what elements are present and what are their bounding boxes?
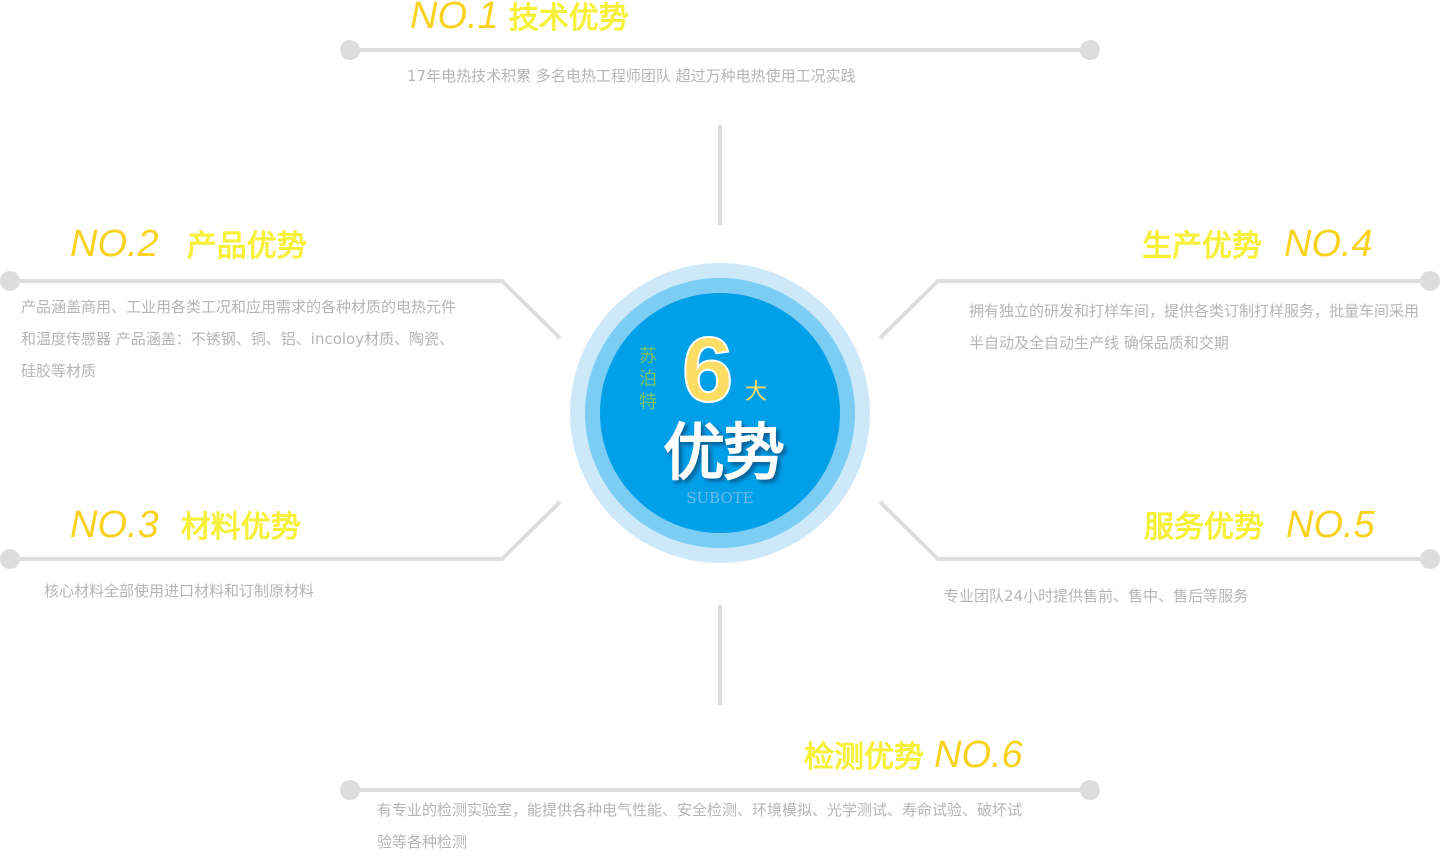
item-number: NO.5 <box>1286 504 1375 546</box>
item-no4-desc: 拥有独立的研发和打样车间，提供各类订制打样服务，批量车间采用半自动及全自动生产线… <box>969 302 1420 352</box>
item-number: NO.4 <box>1284 223 1373 265</box>
item-title: 检测优势 <box>804 740 924 775</box>
center-title: 优势 <box>663 416 785 489</box>
dot <box>0 271 20 291</box>
item-title: 材料优势 <box>180 510 301 545</box>
line-no2 <box>10 279 562 340</box>
item-no5-desc: 专业团队24小时提供售前、售中、售后等服务 <box>944 587 1249 605</box>
item-title: 技术优势 <box>508 1 629 36</box>
dot <box>340 40 360 60</box>
item-number: NO.6 <box>934 734 1023 776</box>
dot <box>1420 549 1440 569</box>
item-number: NO.1 <box>410 0 499 37</box>
item-number: NO.2 <box>70 223 159 265</box>
item-no1-title: NO.1 技术优势 <box>410 0 629 41</box>
item-no4-title: 生产优势 NO.4 <box>1142 222 1373 269</box>
item-no3-desc: 核心材料全部使用进口材料和订制原材料 <box>44 582 315 600</box>
item-title: 服务优势 <box>1144 510 1264 545</box>
line-no3 <box>10 500 562 561</box>
dot <box>1080 40 1100 60</box>
item-no1-desc: 17年电热技术积累 多名电热工程师团队 超过万种电热使用工况实践 <box>407 67 856 85</box>
dot <box>340 780 360 800</box>
brand-vertical-text: 苏泊特 <box>639 346 657 413</box>
item-no3-title: NO.3 材料优势 <box>70 503 301 550</box>
item-number: NO.3 <box>70 504 159 546</box>
dot <box>1420 271 1440 291</box>
item-no2-desc: 产品涵盖商用、工业用各类工况和应用需求的各种材质的电热元件和温度传感器 产品涵盖… <box>21 298 457 380</box>
line-no4 <box>878 279 1430 340</box>
item-no6-desc: 有专业的检测实验室，能提供各种电气性能、安全检测、环境模拟、光学测试、寿命试验、… <box>377 801 1023 851</box>
item-no5-title: 服务优势 NO.5 <box>1144 503 1375 550</box>
item-title: 产品优势 <box>186 229 307 264</box>
dot <box>1080 780 1100 800</box>
center-number: 6 <box>681 319 734 421</box>
brand-latin-text: SUBOTE <box>686 489 754 507</box>
center-suffix: 大 <box>745 380 768 405</box>
item-no6-title: 检测优势 NO.6 <box>804 733 1023 780</box>
line-no5 <box>878 500 1430 561</box>
item-no2-title: NO.2 产品优势 <box>70 222 307 269</box>
dot <box>0 549 20 569</box>
item-title: 生产优势 <box>1142 229 1262 264</box>
